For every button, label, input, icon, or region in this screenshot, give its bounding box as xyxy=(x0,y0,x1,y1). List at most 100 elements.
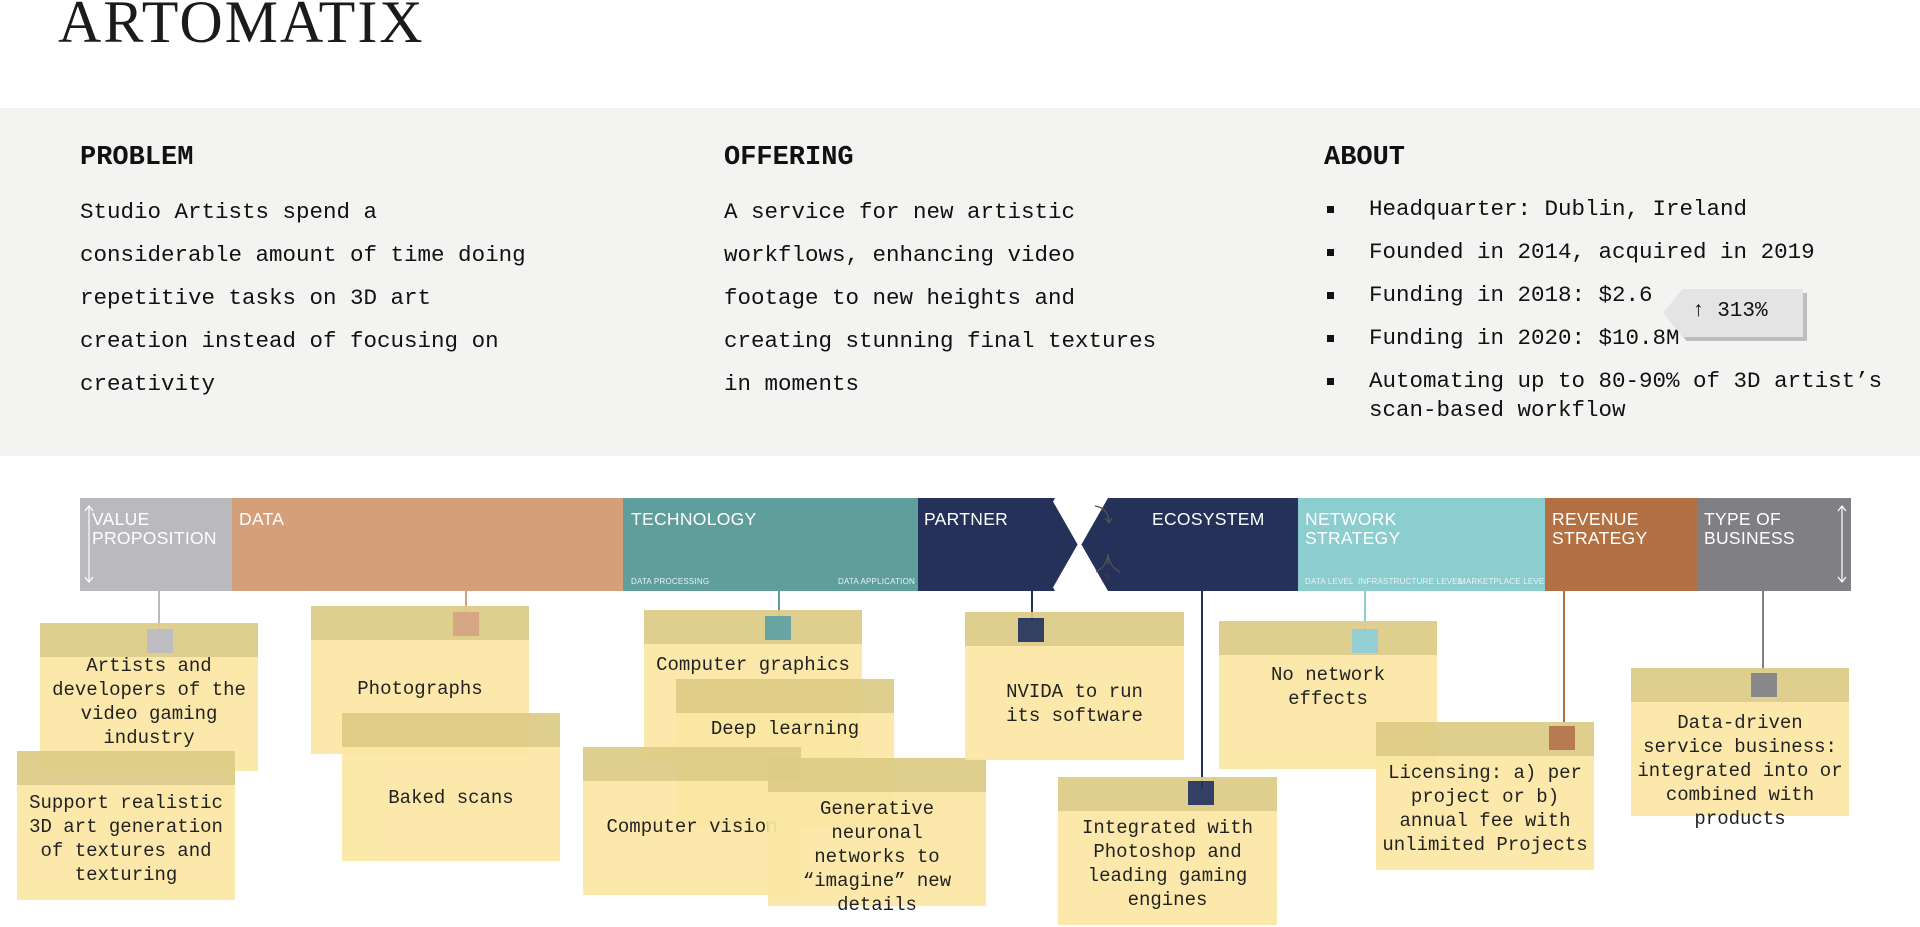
connector-ecosystem xyxy=(1201,591,1203,788)
about-list: Headquarter: Dublin, Ireland Founded in … xyxy=(1325,195,1885,439)
problem-line: creation instead of focusing on xyxy=(80,328,499,354)
question-mark-label: ? xyxy=(1104,573,1110,584)
bullet-icon xyxy=(1327,206,1334,213)
sticky-note: Generative neuronal networks to “imagine… xyxy=(768,758,986,916)
about-item-text: Headquarter: Dublin, Ireland xyxy=(1369,196,1748,222)
offering-line: in moments xyxy=(724,371,860,397)
bullet-icon xyxy=(1327,335,1334,342)
double-arrow-icon xyxy=(1837,505,1847,583)
sticky-note: Computer vision xyxy=(583,747,801,895)
note-band xyxy=(1631,668,1849,702)
note-band xyxy=(17,751,235,785)
offering-line: footage to new heights and xyxy=(724,285,1076,311)
segment-value-proposition xyxy=(80,498,232,591)
about-item: Founded in 2014, acquired in 2019 xyxy=(1325,238,1885,267)
sublabel-data-application: DATA APPLICATION xyxy=(838,577,915,586)
note-band xyxy=(1219,621,1437,655)
sublabel-data-processing: DATA PROCESSING xyxy=(631,577,710,586)
segment-label-partner: PARTNER xyxy=(924,509,1009,529)
note-text: Baked scans xyxy=(388,787,514,809)
note-text: Computer vision xyxy=(606,816,778,838)
data-marker-icon xyxy=(453,612,479,636)
segment-label-ecosystem: ECOSYSTEM xyxy=(1152,509,1265,529)
note-text: Deep learning xyxy=(710,718,860,740)
note-text: NVIDA to run its software xyxy=(1006,681,1143,727)
bullet-icon xyxy=(1327,292,1334,299)
segment-label-network-strategy: NETWORK STRATEGY xyxy=(1305,509,1401,548)
problem-heading: PROBLEM xyxy=(80,143,194,173)
connector-type-of-business xyxy=(1762,591,1764,670)
offering-heading: OFFERING xyxy=(724,143,854,173)
note-band xyxy=(644,610,862,644)
sticky-note: Support realistic 3D art generation of t… xyxy=(17,751,235,900)
sublabel-data-level: DATA LEVEL xyxy=(1305,577,1354,586)
problem-line: repetitive tasks on 3D art xyxy=(80,285,432,311)
note-band xyxy=(311,606,529,640)
offering-text: A service for new artistic workflows, en… xyxy=(724,191,1284,406)
bullet-icon xyxy=(1327,378,1334,385)
revenue-marker-icon xyxy=(1549,726,1575,750)
growth-callout-text: ↑ 313% xyxy=(1692,300,1768,323)
note-text: Licensing: a) per project or b) annual f… xyxy=(1382,762,1588,856)
note-text: Artists and developers of the video gami… xyxy=(52,655,246,749)
segment-label-type-of-business: TYPE OF BUSINESS xyxy=(1704,509,1795,548)
sticky-note: Baked scans xyxy=(342,713,560,861)
info-panel xyxy=(0,108,1920,456)
problem-line: considerable amount of time doing xyxy=(80,242,526,268)
offering-line: workflows, enhancing video xyxy=(724,242,1076,268)
segment-technology xyxy=(623,498,918,591)
segment-type-of-business xyxy=(1698,498,1851,591)
note-text: No network effects xyxy=(1270,664,1386,710)
note-band xyxy=(1058,777,1277,811)
page-title: ARTOMATIX xyxy=(58,0,425,55)
about-item-text: Automating up to 80-90% of 3D artist’s s… xyxy=(1369,368,1883,423)
connector-data xyxy=(465,591,467,613)
partner-marker-icon xyxy=(1018,618,1044,642)
about-item-text: Founded in 2014, acquired in 2019 xyxy=(1369,239,1815,265)
value-proposition-marker-icon xyxy=(147,629,173,653)
problem-line: creativity xyxy=(80,371,216,397)
sticky-note: Licensing: a) per project or b) annual f… xyxy=(1376,722,1594,870)
connector-network xyxy=(1364,591,1366,634)
segment-label-value-proposition: VALUE PROPOSITION xyxy=(92,509,217,548)
exchange-arrows-icon xyxy=(1094,505,1121,573)
sublabel-infrastructure-level: INFRASTRUCTURE LEVEL xyxy=(1358,577,1463,586)
about-item-text: Funding in 2020: $10.8M xyxy=(1369,325,1680,351)
bullet-icon xyxy=(1327,249,1334,256)
about-item: Headquarter: Dublin, Ireland xyxy=(1325,195,1885,224)
segment-revenue-strategy xyxy=(1545,498,1698,591)
note-band xyxy=(768,758,986,792)
segment-network-strategy xyxy=(1298,498,1545,591)
note-band xyxy=(676,679,894,713)
offering-line: creating stunning final textures xyxy=(724,328,1157,354)
growth-callout xyxy=(1663,289,1803,337)
double-arrow-icon xyxy=(84,505,94,583)
note-band xyxy=(583,747,801,781)
note-text: Support realistic 3D art generation of t… xyxy=(29,792,223,886)
note-text: Data-driven service business: integrated… xyxy=(1637,712,1843,830)
note-text: Photographs xyxy=(357,678,483,700)
note-text: Integrated with Photoshop and leading ga… xyxy=(1081,817,1254,911)
note-band xyxy=(342,713,560,747)
connector-revenue xyxy=(1563,591,1565,723)
note-band xyxy=(965,612,1184,646)
segment-data xyxy=(232,498,623,591)
sticky-note: Artists and developers of the video gami… xyxy=(40,623,258,771)
about-item: Funding in 2018: $2.6 xyxy=(1325,281,1885,310)
sublabel-marketplace-level: MARKETPLACE LEVEL xyxy=(1459,577,1550,586)
segment-label-technology: TECHNOLOGY xyxy=(631,509,757,529)
sticky-note: NVIDA to run its software xyxy=(965,612,1184,760)
sticky-note: Integrated with Photoshop and leading ga… xyxy=(1058,777,1277,925)
segment-label-revenue-strategy: REVENUE STRATEGY xyxy=(1552,509,1648,548)
sticky-note: Data-driven service business: integrated… xyxy=(1631,668,1849,830)
about-heading: ABOUT xyxy=(1324,143,1406,173)
connector-value-proposition xyxy=(158,591,160,631)
type-of-business-marker-icon xyxy=(1751,673,1777,697)
network-marker-icon xyxy=(1352,629,1378,653)
technology-marker-icon xyxy=(765,616,791,640)
segment-label-data: DATA xyxy=(239,509,285,529)
problem-line: Studio Artists spend a xyxy=(80,199,378,225)
ecosystem-marker-icon xyxy=(1188,781,1214,805)
connector-partner xyxy=(1031,591,1033,621)
note-text: Generative neuronal networks to “imagine… xyxy=(802,798,952,916)
